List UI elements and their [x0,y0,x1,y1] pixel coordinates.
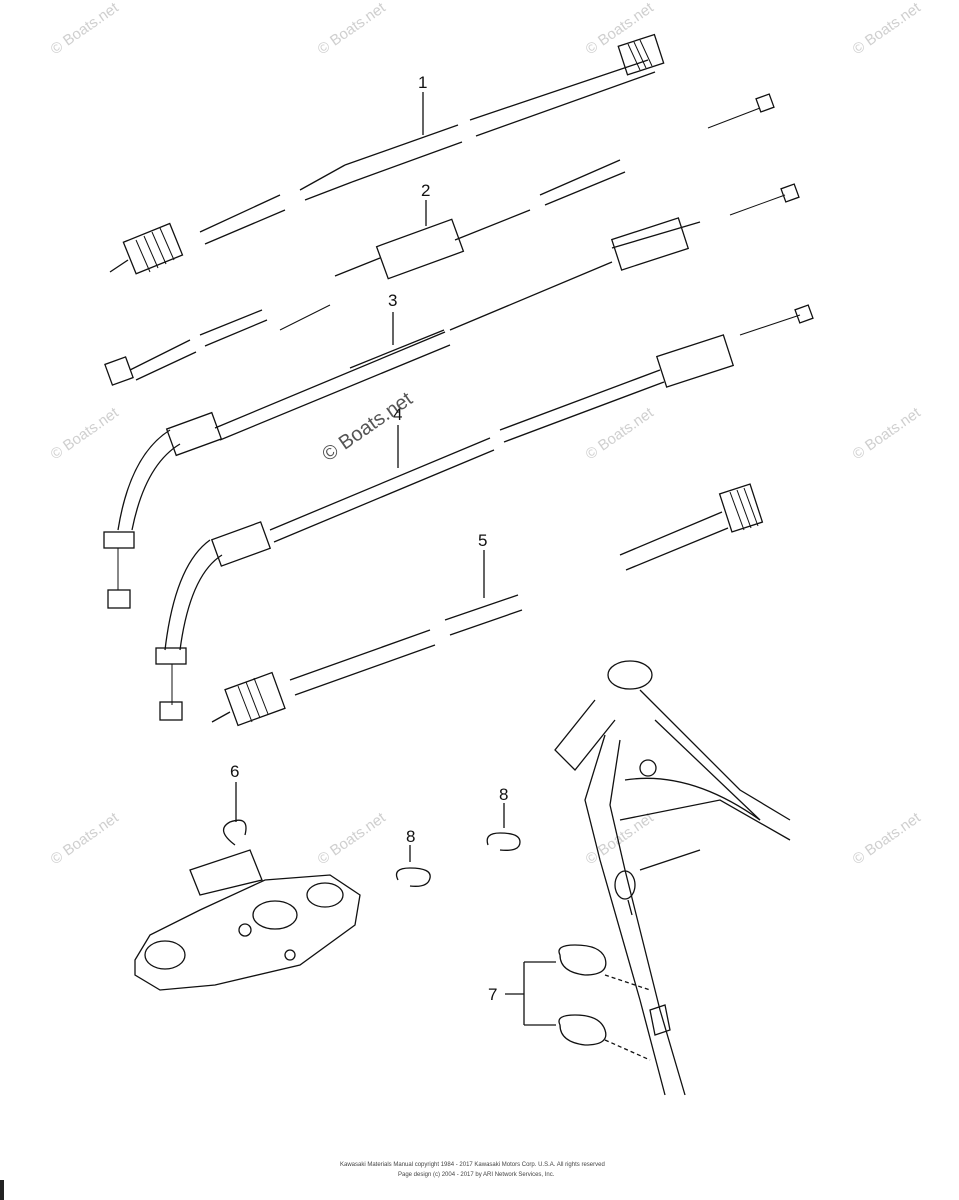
watermark: © Boats.net [48,809,123,868]
watermark: © Boats.net [583,404,658,463]
cable-part-1 [109,33,775,275]
callout-8a: 8 [406,827,415,846]
watermark: © Boats.net [850,0,925,58]
bracket-part-6 [134,819,361,991]
watermarks: © Boats.net © Boats.net © Boats.net © Bo… [48,0,925,868]
watermark: © Boats.net [850,404,925,463]
callout-4: 4 [393,405,402,424]
cable-part-5 [211,483,764,727]
watermark: © Boats.net [850,809,925,868]
callout-3: 3 [388,291,397,310]
watermark: © Boats.net [48,0,123,58]
footer-copyright: Kawasaki Materials Manual copyright 1984… [340,1162,605,1168]
footer-page-design: Page design (c) 2004 - 2017 by ARI Netwo… [398,1172,555,1178]
frame-assembly [554,660,791,1096]
leader-line-7 [505,961,556,1026]
watermark: © Boats.net [315,809,390,868]
callout-6: 6 [230,762,239,781]
watermark: © Boats.net [48,404,123,463]
watermark-center: © Boats.net [318,388,417,466]
callout-2: 2 [421,181,430,200]
callout-5: 5 [478,531,487,550]
callout-7: 7 [488,985,497,1004]
clamp-part-7-lower [558,1014,651,1061]
callout-1: 1 [418,73,427,92]
cable-part-3 [103,304,814,609]
clamp-part-7-upper [558,944,651,991]
watermark: © Boats.net [583,809,658,868]
clip-part-8a [395,845,431,887]
cable-part-4 [155,437,495,721]
watermark: © Boats.net [315,0,390,58]
cable-part-2 [104,183,800,386]
clip-part-8b [486,803,521,851]
callout-8b: 8 [499,785,508,804]
edge-mark [0,1180,4,1200]
